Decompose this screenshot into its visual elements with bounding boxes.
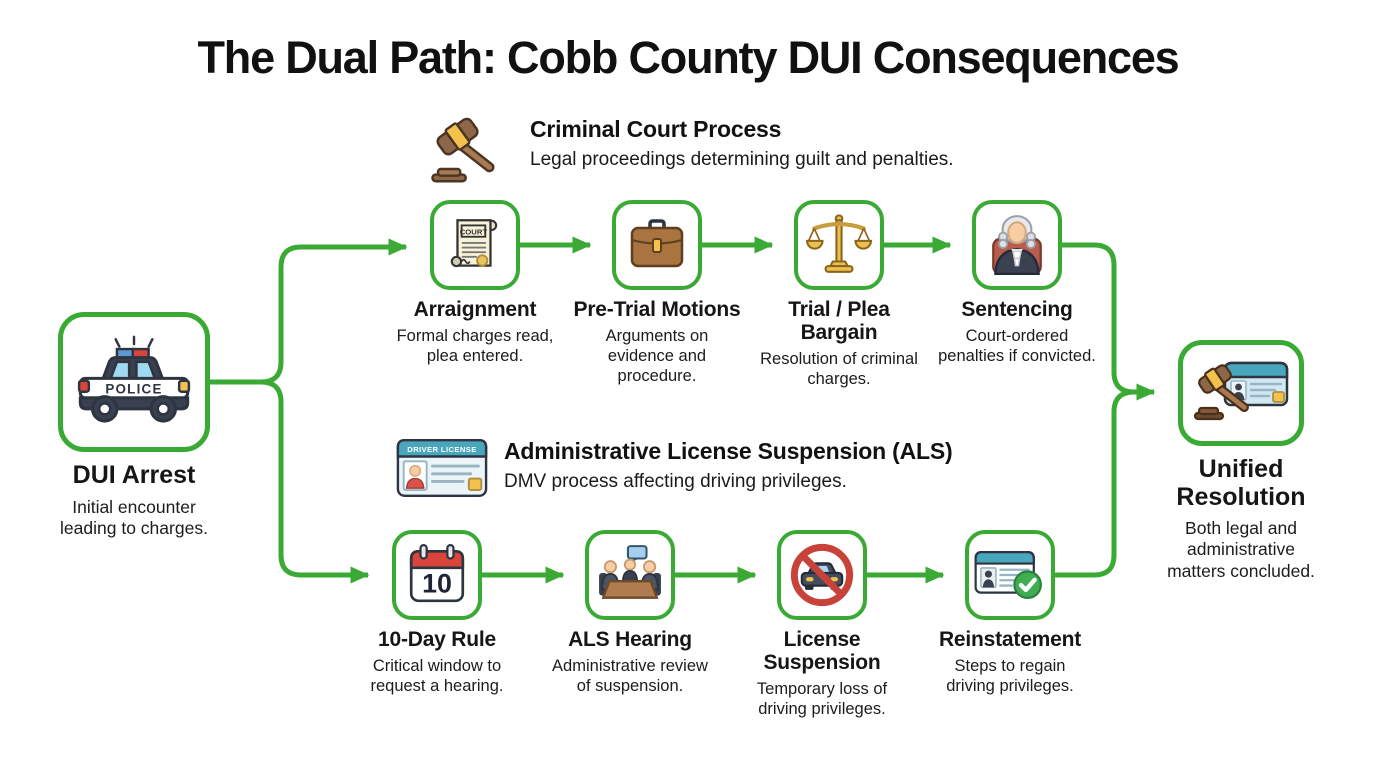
trial-plea-bargain-label: Trial / Plea Bargain Resolution of crimi…: [744, 298, 934, 389]
license-suspension-description: Temporary loss of driving privileges.: [756, 680, 888, 719]
node-reinstatement: [965, 530, 1055, 620]
pretrial-motions-title: Pre-Trial Motions: [573, 298, 741, 321]
criminal-path-header: Criminal Court Process Legal proceedings…: [428, 112, 954, 186]
driver-license-icon: DRIVER LICENSE: [396, 439, 488, 497]
court-scroll-icon: COURT: [450, 219, 498, 268]
driver-license-label: DRIVER LICENSE: [407, 445, 477, 454]
judge-icon: [992, 215, 1042, 276]
unified-resolution-description: Both legal and administrative matters co…: [1167, 518, 1315, 581]
pretrial-motions-description: Arguments on evidence and procedure.: [605, 327, 709, 386]
license-suspension-title: License Suspension: [763, 628, 881, 675]
als-hearing-description: Administrative review of suspension.: [552, 657, 708, 696]
arraignment-label: Arraignment Formal charges read, plea en…: [380, 298, 570, 366]
criminal-path-title: Criminal Court Process: [530, 116, 782, 142]
dui-arrest-label: DUI Arrest Initial encounter leading to …: [34, 461, 234, 539]
scales-of-justice-icon: [806, 214, 872, 273]
trial-plea-bargain-title: Trial / Plea Bargain: [788, 298, 890, 345]
connector-reinstatement-to-end: [1055, 389, 1135, 578]
als-path-header: DRIVER LICENSE Administrative License Su…: [396, 436, 953, 500]
calendar-icon: 10: [409, 543, 465, 603]
license-check-icon: [974, 550, 1042, 600]
node-ten-day-rule: 10: [392, 530, 482, 620]
connector-start-to-criminal: [210, 238, 408, 385]
sentencing-title: Sentencing: [961, 298, 1073, 321]
criminal-path-subtitle: Legal proceedings determining guilt and …: [530, 149, 954, 170]
reinstatement-description: Steps to regain driving privileges.: [946, 657, 1074, 696]
unified-resolution-label: Unified Resolution Both legal and admini…: [1156, 455, 1326, 582]
court-scroll-label: COURT: [460, 227, 488, 236]
calendar-day-label: 10: [422, 569, 452, 599]
arraignment-description: Formal charges read, plea entered.: [396, 327, 554, 366]
no-car-icon: [790, 543, 854, 607]
reinstatement-title: Reinstatement: [938, 628, 1082, 651]
node-arraignment: COURT: [430, 200, 520, 290]
connector-start-to-als: [210, 379, 370, 584]
als-hearing-label: ALS Hearing Administrative review of sus…: [535, 628, 725, 696]
node-trial-plea-bargain: [794, 200, 884, 290]
ten-day-rule-label: 10-Day Rule Critical window to request a…: [342, 628, 532, 696]
als-path-title: Administrative License Suspension (ALS): [504, 438, 953, 464]
hearing-meeting-icon: [599, 545, 661, 599]
gavel-icon: [431, 117, 495, 183]
reinstatement-label: Reinstatement Steps to regain driving pr…: [915, 628, 1105, 696]
trial-plea-bargain-description: Resolution of criminal charges.: [760, 350, 918, 389]
node-sentencing: [972, 200, 1062, 290]
sentencing-description: Court-ordered penalties if convicted.: [938, 327, 1096, 366]
gavel-and-license-icon: [1193, 361, 1289, 421]
police-car-label: POLICE: [105, 382, 162, 397]
als-path-subtitle: DMV process affecting driving privileges…: [504, 471, 847, 492]
ten-day-rule-title: 10-Day Rule: [377, 628, 497, 651]
sentencing-label: Sentencing Court-ordered penalties if co…: [922, 298, 1112, 366]
briefcase-icon: [630, 219, 684, 268]
license-suspension-label: License Suspension Temporary loss of dri…: [727, 628, 917, 719]
node-license-suspension: [777, 530, 867, 620]
dui-arrest-description: Initial encounter leading to charges.: [60, 496, 208, 538]
node-unified-resolution: [1178, 340, 1304, 446]
arraignment-title: Arraignment: [413, 298, 537, 321]
unified-resolution-title: Unified Resolution: [1176, 455, 1306, 511]
police-car-icon: POLICE: [77, 335, 191, 423]
ten-day-rule-description: Critical window to request a hearing.: [370, 657, 504, 696]
node-pretrial-motions: [612, 200, 702, 290]
node-als-hearing: [585, 530, 675, 620]
page-title: The Dual Path: Cobb County DUI Consequen…: [197, 32, 1180, 83]
dui-arrest-title: DUI Arrest: [72, 461, 196, 489]
pretrial-motions-label: Pre-Trial Motions Arguments on evidence …: [562, 298, 752, 386]
node-dui-arrest: POLICE: [58, 312, 210, 452]
als-hearing-title: ALS Hearing: [568, 628, 692, 651]
